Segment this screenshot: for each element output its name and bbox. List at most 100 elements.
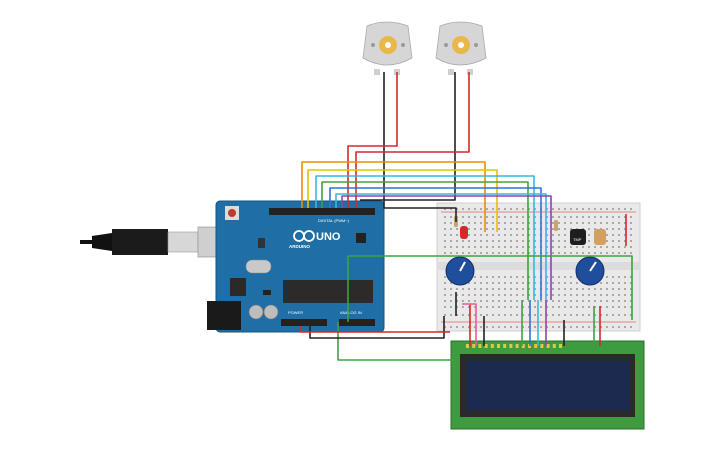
breadboard-hole — [618, 252, 620, 254]
breadboard-hole — [516, 216, 518, 218]
breadboard-hole — [606, 300, 608, 302]
breadboard-hole — [600, 222, 602, 224]
breadboard-hole — [576, 282, 578, 284]
breadboard-hole — [462, 306, 464, 308]
breadboard-hole — [630, 222, 632, 224]
breadboard-hole — [570, 314, 572, 316]
breadboard-hole — [468, 306, 470, 308]
breadboard-hole — [522, 276, 524, 278]
usb-cable — [80, 226, 221, 258]
breadboard-hole — [546, 300, 548, 302]
breadboard-hole — [522, 306, 524, 308]
crystal — [245, 259, 272, 274]
breadboard-hole — [498, 288, 500, 290]
breadboard-hole — [468, 294, 470, 296]
breadboard-hole — [480, 234, 482, 236]
breadboard-hole — [492, 246, 494, 248]
wire-cyan — [315, 175, 535, 300]
breadboard-hole — [588, 314, 590, 316]
breadboard-hole — [450, 326, 452, 328]
breadboard-hole — [624, 240, 626, 242]
dc-motor-2[interactable] — [435, 21, 487, 75]
dc-motor-1[interactable] — [362, 21, 413, 75]
breadboard-hole — [624, 208, 626, 210]
breadboard-hole — [516, 314, 518, 316]
arduino-board[interactable]: UNO ARDUINO DIGITAL (PWM~) POWER ANALOG … — [207, 200, 385, 333]
breadboard-hole — [480, 314, 482, 316]
breadboard-hole — [510, 306, 512, 308]
breadboard-hole — [504, 300, 506, 302]
breadboard-hole — [450, 300, 452, 302]
breadboard-hole — [474, 326, 476, 328]
wire-lcd-pink — [462, 303, 477, 346]
breadboard-hole — [564, 294, 566, 296]
breadboard-hole — [576, 288, 578, 290]
photoresistor[interactable] — [594, 229, 606, 245]
breadboard-hole — [444, 314, 446, 316]
reset-button-cap[interactable] — [228, 209, 236, 217]
breadboard-hole — [504, 306, 506, 308]
breadboard-hole — [558, 294, 560, 296]
breadboard-hole — [558, 228, 560, 230]
lcd-pin — [497, 344, 500, 348]
breadboard-hole — [498, 228, 500, 230]
breadboard-hole — [564, 306, 566, 308]
wire-green-analog — [347, 255, 633, 322]
breadboard-hole — [510, 234, 512, 236]
breadboard-hole — [504, 294, 506, 296]
breadboard-hole — [546, 240, 548, 242]
breadboard-hole — [468, 208, 470, 210]
board-brand: ARDUINO — [289, 244, 310, 249]
breadboard-hole — [624, 294, 626, 296]
breadboard-hole — [624, 222, 626, 224]
lcd-pin — [559, 344, 562, 348]
power-jack — [207, 301, 241, 330]
temperature-sensor[interactable]: TMP — [570, 229, 586, 245]
breadboard-hole — [618, 306, 620, 308]
breadboard-hole — [522, 234, 524, 236]
wire-motor2-black — [360, 72, 456, 201]
breadboard-hole — [498, 282, 500, 284]
lcd-pin — [490, 344, 494, 348]
potentiometer-1[interactable] — [445, 256, 475, 286]
breadboard-hole — [486, 234, 488, 236]
breadboard-hole — [450, 222, 452, 224]
breadboard-hole — [492, 282, 494, 284]
breadboard-hole — [474, 228, 476, 230]
breadboard-hole — [522, 326, 524, 328]
breadboard-hole — [480, 246, 482, 248]
breadboard-hole — [600, 300, 602, 302]
breadboard-hole — [480, 228, 482, 230]
breadboard-hole — [630, 326, 632, 328]
breadboard-hole — [594, 246, 596, 248]
breadboard-hole — [534, 208, 536, 210]
breadboard-hole — [462, 252, 464, 254]
breadboard-hole — [522, 246, 524, 248]
breadboard-hole — [462, 314, 464, 316]
breadboard-hole — [486, 282, 488, 284]
breadboard-hole — [504, 222, 506, 224]
breadboard-hole — [570, 246, 572, 248]
breadboard-hole — [588, 246, 590, 248]
breadboard-hole — [474, 234, 476, 236]
breadboard-hole — [564, 216, 566, 218]
breadboard-hole — [600, 294, 602, 296]
analog-header — [339, 319, 375, 326]
breadboard-hole — [570, 282, 572, 284]
breadboard-hole — [540, 306, 542, 308]
power-header-label: POWER — [288, 310, 303, 315]
breadboard-hole — [600, 326, 602, 328]
resistor-2[interactable] — [554, 220, 558, 231]
breadboard-hole — [492, 240, 494, 242]
led[interactable] — [460, 226, 468, 239]
potentiometer-2[interactable] — [575, 256, 605, 286]
breadboard-hole — [606, 314, 608, 316]
breadboard-hole — [630, 240, 632, 242]
breadboard-hole — [522, 228, 524, 230]
breadboard-hole — [474, 288, 476, 290]
lcd-module[interactable] — [450, 340, 645, 430]
breadboard-hole — [534, 246, 536, 248]
breadboard-hole — [618, 314, 620, 316]
breadboard-hole — [606, 252, 608, 254]
breadboard-hole — [546, 228, 548, 230]
